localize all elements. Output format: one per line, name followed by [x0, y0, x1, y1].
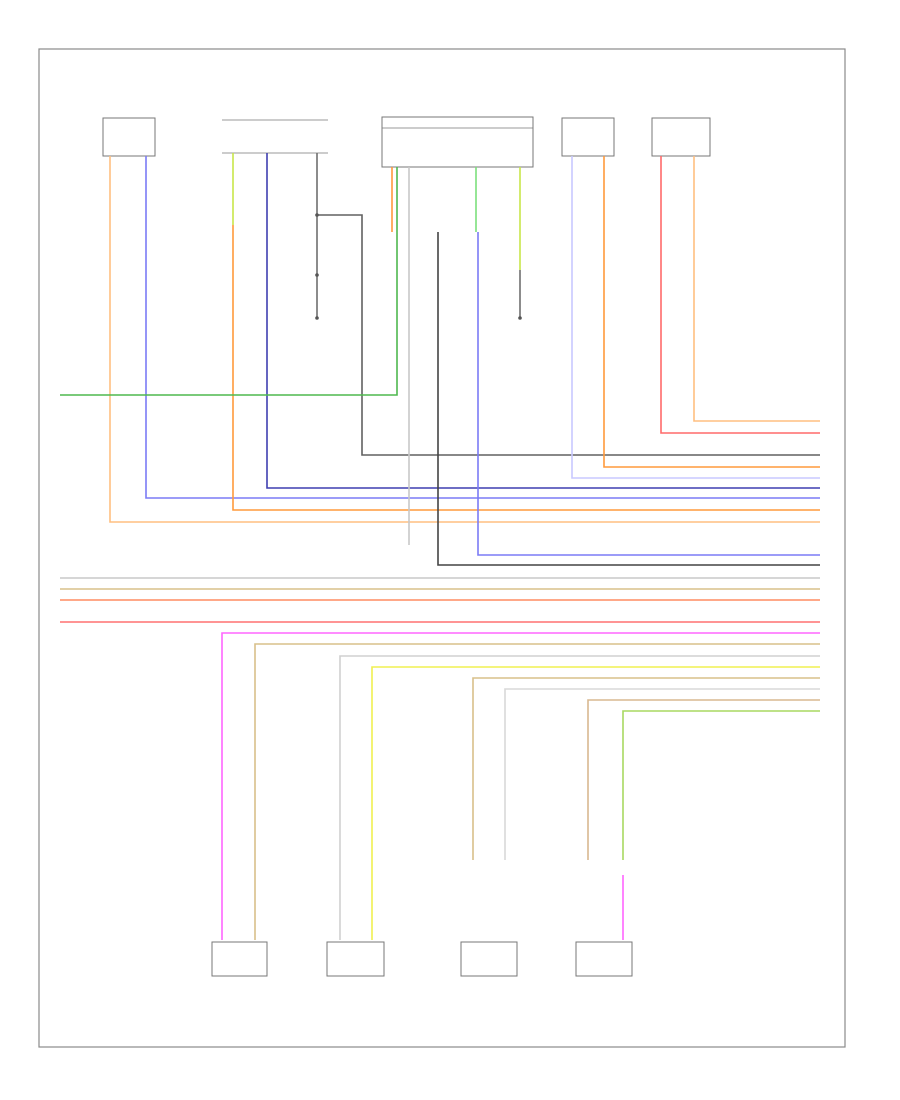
rh-front-impact-sensor — [326, 941, 385, 977]
wire-blue-lh-curtain — [145, 156, 820, 499]
srs-control-module — [381, 116, 534, 168]
wire-lightgray-pass-belt — [504, 688, 820, 860]
lh-front-impact-sensor — [211, 941, 268, 977]
wire-lightgray-rh-curtain — [571, 156, 820, 479]
wire-yellow-rh-impact — [371, 666, 820, 940]
diagram-frame — [38, 48, 846, 1048]
wire-orange-lh-seat — [232, 225, 820, 511]
wire-tan-driver-belt — [587, 699, 820, 860]
wire-blue-srs — [477, 232, 820, 556]
lh-front-seat-connector — [222, 119, 328, 154]
rh-side-curtain-module — [561, 117, 615, 157]
wire-gray-lh-seat-branch — [317, 214, 820, 456]
wire-black-srs — [437, 232, 820, 566]
wire-orange-rh-curtain — [603, 156, 820, 468]
wire-lightgray-rh-impact — [339, 655, 820, 940]
wire-pink-lh-impact — [221, 632, 820, 940]
wire-orange-lh-curtain — [109, 156, 820, 523]
passenger-seat-belt-pretensioner — [460, 941, 518, 977]
wire-lime-driver-belt — [622, 710, 820, 860]
wire-tan-pass-belt — [472, 677, 820, 860]
wire-red-occupant — [660, 156, 820, 434]
wire-green-srs — [60, 167, 398, 396]
wire-navy-lh-seat — [266, 153, 820, 489]
splice-points — [315, 213, 522, 320]
wire-tan-lh-impact — [254, 643, 820, 940]
lh-side-curtain-module — [102, 117, 156, 157]
passenger-occupant-sensor — [651, 117, 711, 157]
wire-orange-occupant — [693, 156, 820, 422]
driver-seat-belt-pretensioner — [575, 941, 633, 977]
